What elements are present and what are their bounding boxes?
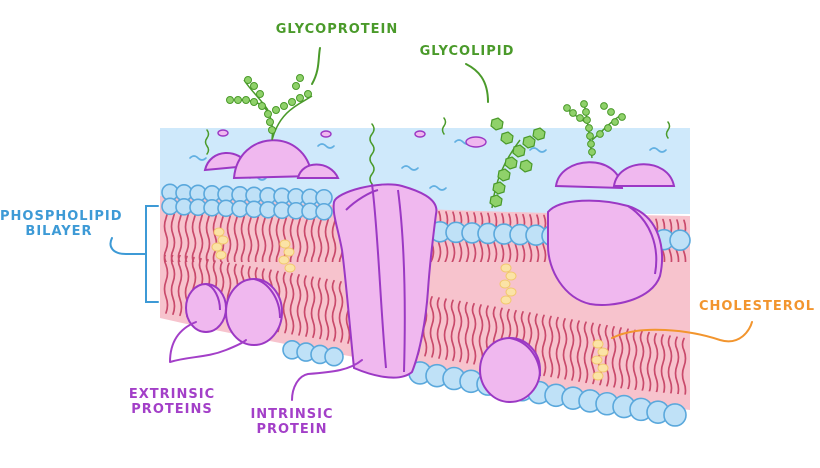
glycoprotein-label: GLYCOPROTEIN — [275, 22, 399, 37]
cholesterol-label: CHOLESTEROL — [698, 299, 816, 314]
cholesterol-leader — [611, 321, 753, 343]
glycoprotein-leader — [311, 47, 321, 85]
glycolipid-label: GLYCOLIPID — [419, 44, 515, 59]
intrinsic-label-line1: INTRINSIC — [250, 407, 334, 422]
surface-proteins — [203, 139, 676, 190]
cholesterol-molecules — [211, 227, 609, 381]
label-leader-lines — [109, 47, 753, 401]
extrinsic-label-line1: EXTRINSIC — [128, 387, 216, 402]
intrinsic-label-line2: PROTEIN — [256, 422, 328, 437]
intrinsic-protein-label: INTRINSIC PROTEIN — [232, 407, 352, 437]
intrinsic-leader — [291, 359, 363, 401]
glycolipid-tree-right — [563, 100, 626, 159]
large-right-protein — [479, 199, 664, 403]
extrinsic-leader — [169, 321, 247, 363]
phospholipid-bilayer-label: PHOSPHOLIPID BILAYER — [0, 209, 123, 239]
water-ripples — [189, 139, 667, 191]
extrinsic-label-line2: PROTEINS — [131, 402, 213, 417]
phospholipid-label-line1: PHOSPHOLIPID — [0, 209, 123, 224]
phospholipid-bracket — [109, 205, 159, 303]
glycolipid-chain — [489, 117, 546, 209]
glycolipid-leader — [465, 63, 489, 103]
extrinsic-proteins-label: EXTRINSIC PROTEINS — [112, 387, 232, 417]
extrinsic-protein-group — [185, 278, 283, 346]
intrinsic-channel-protein — [332, 183, 438, 379]
phospholipid-label-line2: BILAYER — [25, 224, 93, 239]
glycoprotein-chain — [226, 74, 313, 141]
surface-blobs — [217, 129, 487, 148]
short-sugar-chains — [204, 117, 671, 185]
